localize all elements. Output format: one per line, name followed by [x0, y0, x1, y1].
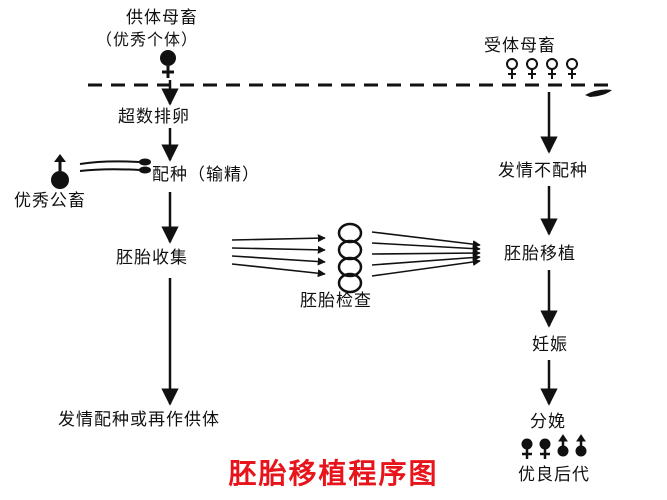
offspring-icons	[521, 434, 587, 459]
arrows-collection-to-embryos	[231, 234, 326, 278]
embryo-check-label: 胚胎检查	[300, 291, 372, 311]
recipient-label: 受体母畜	[484, 36, 556, 56]
arrows-embryos-to-transfer	[371, 231, 481, 277]
step-birth: 分娩	[530, 412, 566, 432]
step-superovulation: 超数排卵	[118, 107, 190, 127]
embryo-circles	[337, 222, 363, 294]
sire-male-icon	[51, 154, 69, 189]
step-rebreed: 发情配种或再作供体	[58, 410, 220, 430]
recipient-female-icons	[506, 58, 578, 79]
divider-end-mark-icon	[585, 89, 612, 97]
donor-female-icon	[160, 50, 176, 78]
sperm-lines	[79, 158, 151, 174]
step-insemination: 配种（输精）	[152, 165, 260, 185]
sire-label: 优秀公畜	[14, 191, 86, 211]
step-embryo-collection: 胚胎收集	[116, 248, 188, 268]
donor-label: 供体母畜	[126, 8, 198, 28]
step-pregnancy: 妊娠	[532, 335, 568, 355]
step-estrus-no-breed: 发情不配种	[498, 161, 588, 181]
step-embryo-transfer: 胚胎移植	[504, 244, 576, 264]
diagram-title: 胚胎移植程序图	[228, 457, 439, 490]
donor-sublabel: （优秀个体）	[96, 30, 199, 49]
offspring-label: 优良后代	[518, 465, 590, 485]
